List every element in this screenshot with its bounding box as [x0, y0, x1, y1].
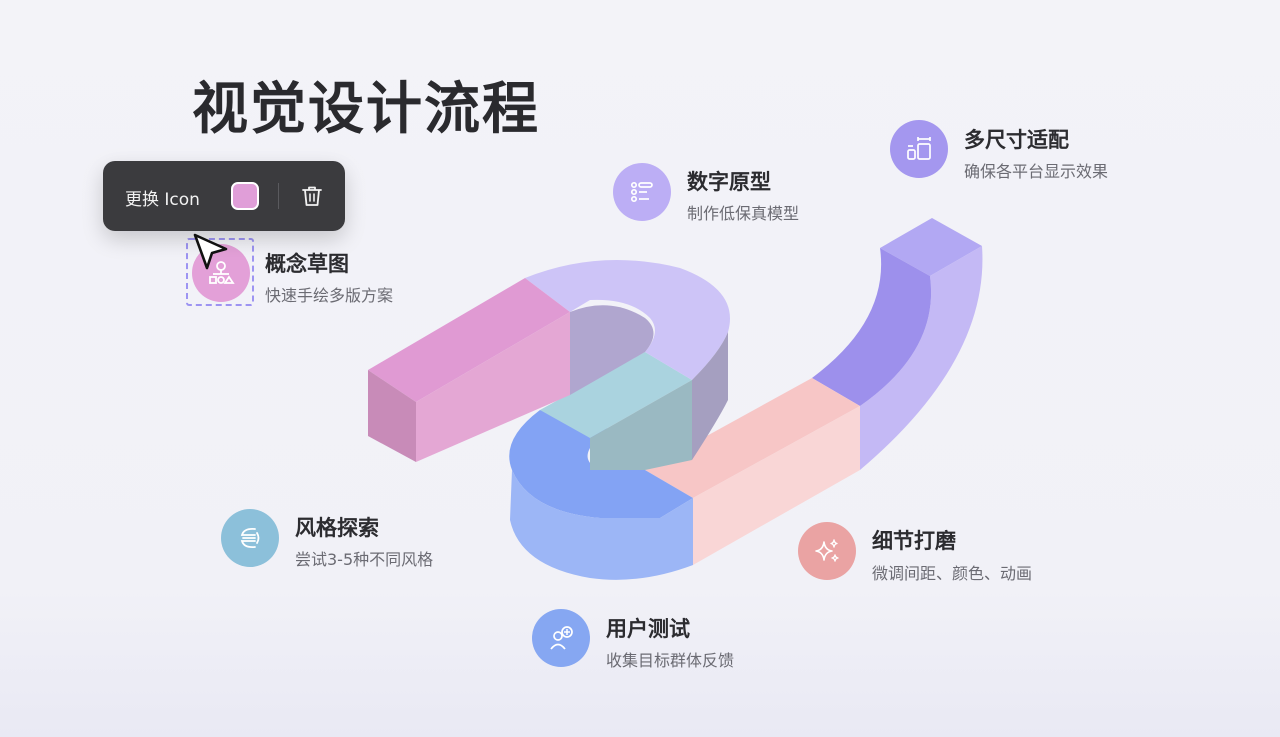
arm-outer-face [860, 246, 983, 470]
mouse-pointer-icon [193, 233, 228, 270]
arm-top-cap [880, 218, 982, 276]
step-2-title: 数字原型 [687, 170, 771, 194]
sparkle-icon [815, 539, 839, 562]
step-5-title: 细节打磨 [872, 529, 956, 553]
blue-loop-side [510, 470, 693, 580]
step-5-desc: 微调间距、颜色、动画 [872, 564, 1033, 583]
floating-toolbar: 更换 Icon [103, 161, 345, 231]
resize-devices-icon [907, 137, 931, 160]
blue-loop-top [509, 410, 693, 518]
step-2-icon-circle[interactable] [613, 163, 671, 221]
color-swatch[interactable] [231, 182, 259, 210]
pink-bar-front [416, 312, 570, 462]
style-sphere-icon [240, 527, 260, 549]
teal-side [590, 380, 692, 470]
peach-bar-side [693, 406, 860, 565]
page-title: 视觉设计流程 [192, 77, 540, 142]
trash-icon[interactable] [299, 183, 325, 209]
user-test-icon [550, 626, 573, 650]
step-3-title: 多尺寸适配 [964, 128, 1069, 152]
step-5-icon-circle[interactable] [798, 522, 856, 580]
step-4-desc: 尝试3-5种不同风格 [295, 550, 434, 569]
selection-box [186, 238, 254, 306]
lavender-loop-top [525, 260, 730, 380]
lavender-loop-side [692, 332, 728, 460]
step-6-icon-circle[interactable] [532, 609, 590, 667]
peach-bar-top [645, 378, 860, 498]
lavender-loop-inner [570, 305, 654, 395]
step-3-desc: 确保各平台显示效果 [964, 162, 1109, 181]
replace-icon-button[interactable]: 更换 Icon [125, 190, 200, 210]
pink-bar-end [368, 370, 416, 462]
arm-inner-face [812, 248, 932, 406]
step-1-title: 概念草图 [265, 252, 349, 276]
pink-bar-top [368, 278, 570, 402]
step-6-title: 用户测试 [606, 617, 690, 641]
teal-top [540, 352, 692, 438]
step-2-desc: 制作低保真模型 [687, 204, 800, 223]
step-4-icon-circle[interactable] [221, 509, 279, 567]
step-3-icon-circle[interactable] [890, 120, 948, 178]
step-4-title: 风格探索 [295, 516, 379, 540]
toolbar-divider [278, 183, 279, 209]
list-layout-icon [630, 181, 653, 203]
step-6-desc: 收集目标群体反馈 [606, 651, 735, 670]
step-1-desc: 快速手绘多版方案 [265, 286, 394, 305]
sketch-network-icon [209, 261, 235, 284]
